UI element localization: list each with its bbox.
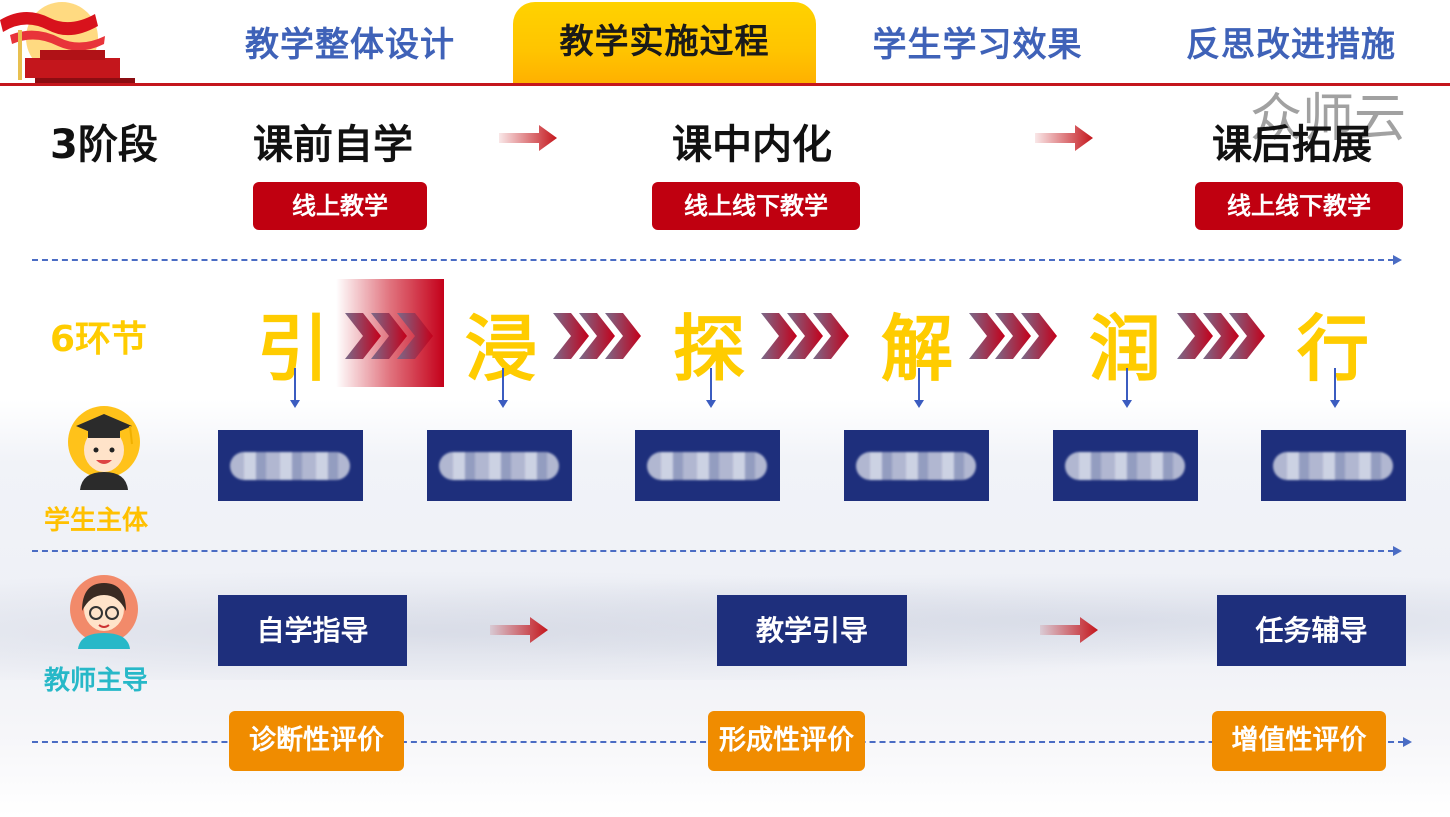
- arrow-right-icon: [1040, 617, 1098, 643]
- student-activity-box: [844, 430, 989, 501]
- teacher-role-label: 教师主导: [44, 666, 149, 696]
- student-activity-box: [1261, 430, 1406, 501]
- student-activity-box: [427, 430, 572, 501]
- chevron-triple-icon: [553, 313, 641, 359]
- header-divider: [0, 83, 1450, 86]
- tab-learning-outcomes[interactable]: 学生学习效果: [872, 25, 1083, 65]
- student-role-label: 学生主体: [44, 506, 149, 536]
- mode-badge-blended: 线上线下教学: [652, 182, 860, 230]
- tab-overall-design[interactable]: 教学整体设计: [245, 25, 455, 65]
- tab-reflection-improvement[interactable]: 反思改进措施: [1186, 25, 1396, 65]
- arrow-down-icon: [290, 368, 300, 408]
- arrow-down-icon: [1330, 368, 1340, 408]
- arrow-right-icon: [1035, 125, 1093, 151]
- mode-badge-blended: 线上线下教学: [1195, 182, 1403, 230]
- divider-dashed: [32, 546, 1402, 556]
- student-activity-box: [218, 430, 363, 501]
- chevron-triple-icon: [761, 313, 849, 359]
- arrow-down-icon: [706, 368, 716, 408]
- blurred-text: [1065, 452, 1185, 480]
- evaluation-value-added: 增值性评价: [1212, 711, 1386, 771]
- student-activity-box: [635, 430, 780, 501]
- stage-title-in-class: 课中内化: [672, 122, 832, 168]
- chevron-triple-icon: [345, 313, 433, 359]
- tab-implementation-process[interactable]: 教学实施过程: [513, 2, 816, 84]
- stage-title-post-class: 课后拓展: [1212, 122, 1372, 168]
- evaluation-diagnostic: 诊断性评价: [229, 711, 404, 771]
- blurred-text: [1273, 452, 1393, 480]
- arrow-down-icon: [914, 368, 924, 408]
- step-jin[interactable]: 浸: [464, 307, 537, 391]
- stages-label: 3阶段: [50, 122, 158, 168]
- stage-title-pre-class: 课前自学: [253, 122, 413, 168]
- mode-badge-online: 线上教学: [253, 182, 427, 230]
- blurred-text: [439, 452, 559, 480]
- chevron-triple-icon: [969, 313, 1057, 359]
- blurred-text: [230, 452, 350, 480]
- teacher-avatar-icon: [70, 575, 138, 649]
- chevron-triple-icon: [1177, 313, 1265, 359]
- step-run[interactable]: 润: [1088, 307, 1161, 391]
- arrow-down-icon: [1122, 368, 1132, 408]
- blurred-text: [856, 452, 976, 480]
- teacher-box-task-tutoring: 任务辅导: [1217, 595, 1406, 666]
- step-tan[interactable]: 探: [672, 307, 745, 391]
- divider-dashed: [32, 255, 1402, 265]
- student-avatar-icon: [68, 406, 140, 490]
- arrow-right-icon: [499, 125, 557, 151]
- teacher-box-self-study-guidance: 自学指导: [218, 595, 407, 666]
- teacher-box-teaching-guidance: 教学引导: [717, 595, 907, 666]
- step-xing[interactable]: 行: [1296, 307, 1369, 391]
- blurred-text: [647, 452, 767, 480]
- arrow-down-icon: [498, 368, 508, 408]
- student-activity-box: [1053, 430, 1198, 501]
- step-jie[interactable]: 解: [880, 307, 953, 391]
- step-yin[interactable]: 引: [256, 307, 329, 391]
- watermark: 众师云: [1250, 89, 1407, 149]
- arrow-right-icon: [490, 617, 548, 643]
- evaluation-formative: 形成性评价: [708, 711, 865, 771]
- steps-label: 6环节: [50, 319, 148, 360]
- tiananmen-logo-icon: [0, 2, 135, 84]
